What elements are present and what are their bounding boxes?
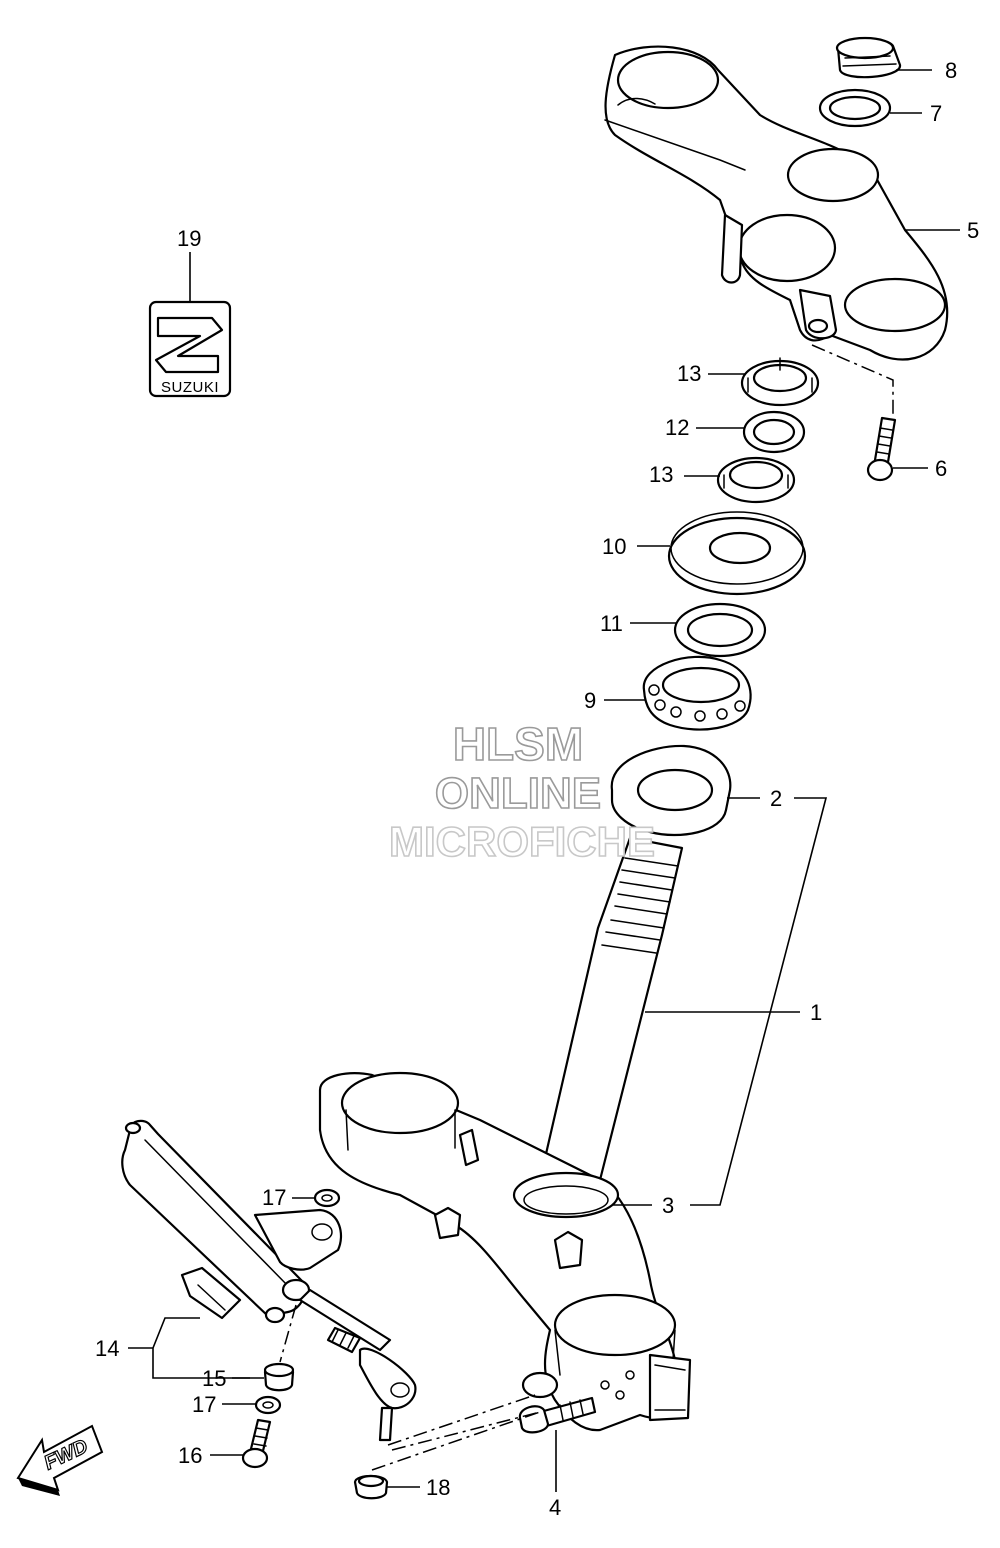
emblem-text: SUZUKI	[161, 379, 219, 396]
callout-16: 16	[178, 1443, 202, 1468]
callout-4: 4	[549, 1495, 561, 1520]
callout-12: 12	[665, 415, 689, 440]
damper-mount-axis	[371, 1394, 541, 1471]
collar-15	[263, 1362, 295, 1392]
callout-19: 19	[177, 226, 201, 251]
nut-18	[353, 1474, 389, 1500]
damper-axis	[279, 1304, 297, 1363]
callout-10: 10	[602, 534, 626, 559]
leader-lines	[128, 69, 960, 1492]
washer-7	[818, 88, 892, 128]
callout-13-lower: 13	[649, 462, 673, 487]
callout-6: 6	[935, 456, 947, 481]
washer-11	[673, 602, 767, 658]
lock-washer-12	[742, 410, 806, 454]
callout-8: 8	[945, 58, 957, 83]
watermark-line3: MICROFICHE	[389, 818, 655, 865]
callout-numbers: 8 7 5 13 12 13 6 10 11 9 2 1 3 17 14 15 …	[95, 58, 979, 1520]
lower-bracket	[318, 1071, 692, 1432]
bearing-race-2	[610, 744, 732, 837]
watermark: HLSM ONLINE MICROFICHE	[388, 717, 656, 866]
bolt-4	[518, 1396, 597, 1434]
steering-stem	[538, 836, 684, 1182]
callout-2: 2	[770, 786, 782, 811]
callout-5: 5	[967, 218, 979, 243]
callout-1: 1	[810, 1000, 822, 1025]
callout-18: 18	[426, 1475, 450, 1500]
callout-13-upper: 13	[677, 361, 701, 386]
lock-nut-lower	[716, 456, 796, 504]
callout-14: 14	[95, 1336, 119, 1361]
callout-17-lower: 17	[192, 1392, 216, 1417]
bolt-16	[241, 1418, 272, 1469]
callout-7: 7	[930, 101, 942, 126]
steering-damper	[121, 1119, 417, 1442]
bearing-9	[642, 655, 752, 731]
callout-15: 15	[202, 1366, 226, 1391]
washer-17-lower	[254, 1395, 282, 1415]
pinch-bolt-6	[866, 416, 897, 482]
fwd-arrow: FWD	[16, 1424, 104, 1496]
stem-nut	[835, 36, 902, 79]
upper-bracket	[604, 45, 949, 361]
callout-3: 3	[662, 1193, 674, 1218]
callout-9: 9	[584, 688, 596, 713]
washer-17-upper	[313, 1188, 341, 1208]
watermark-line2: ONLINE	[435, 769, 601, 818]
bolt-axis-6	[811, 344, 894, 418]
lock-nut-upper	[740, 357, 820, 407]
suzuki-emblem: SUZUKI	[148, 300, 232, 398]
watermark-line1: HLSM	[453, 718, 583, 770]
dust-seal-10	[667, 511, 807, 596]
callout-11: 11	[600, 611, 623, 636]
callout-17-upper: 17	[262, 1185, 286, 1210]
